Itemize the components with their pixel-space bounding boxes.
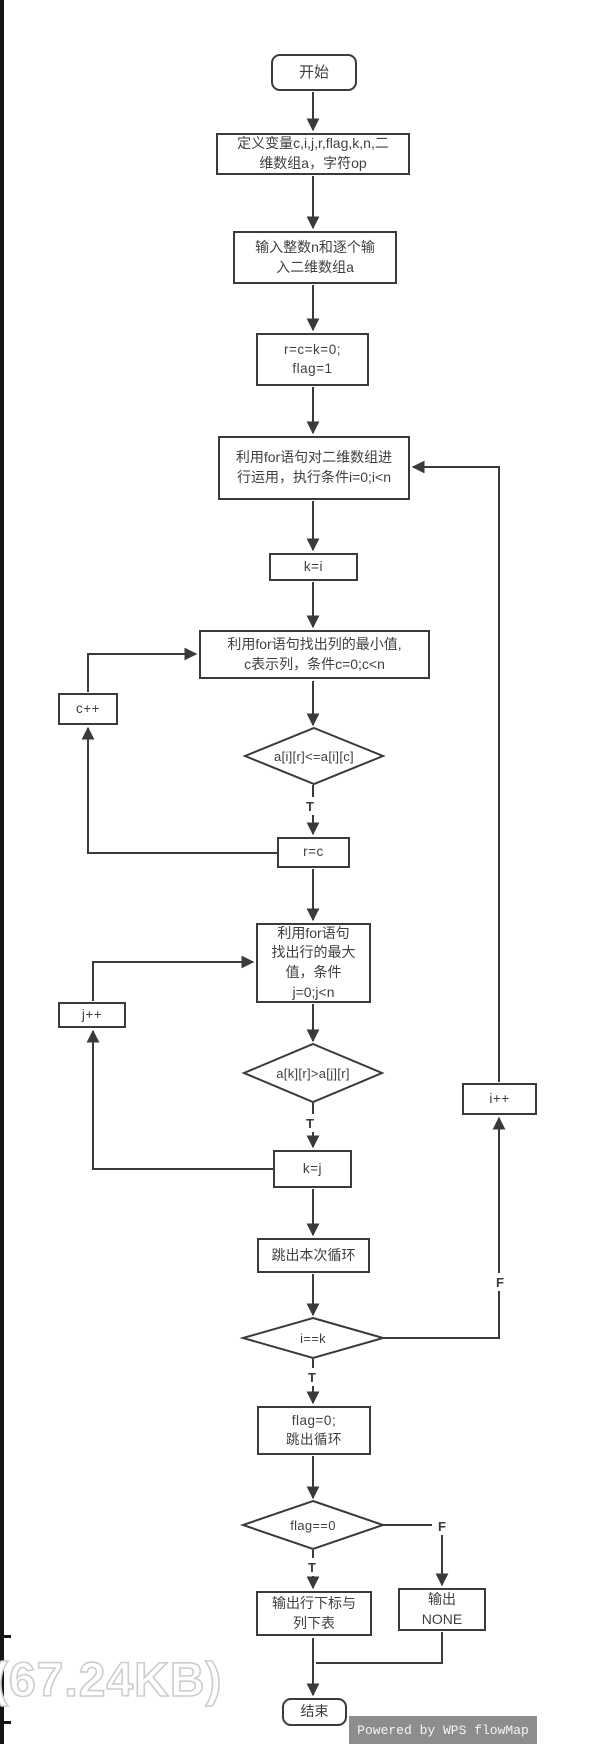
max-condition-text: a[k][r]>a[j][r]: [276, 1065, 350, 1081]
start-node: 开始: [271, 54, 357, 91]
edge-iinc-fori: [411, 460, 500, 1082]
ik-condition-diamond: [239, 1316, 387, 1360]
min-condition-text: a[i][r]<=a[i][c]: [274, 748, 354, 764]
left-strip-tick: [0, 1721, 11, 1724]
file-size-watermark: (67.24KB): [0, 1653, 223, 1708]
k-equals-i-node: k=i: [269, 553, 358, 581]
ik-false-label: F: [490, 1273, 510, 1291]
break-current-loop-node: 跳出本次循环: [257, 1238, 370, 1273]
r-equals-c-node: r=c: [277, 837, 350, 868]
min-condition-diamond: [242, 726, 386, 786]
find-row-max-node: 利用for语句 找出行的最大 值，条件 j=0;j<n: [256, 923, 371, 1003]
end-node: 结束: [282, 1698, 347, 1726]
input-array-node: 输入整数n和逐个输 入二维数组a: [233, 231, 397, 284]
wps-flowmap-badge: Powered by WPS flowMap: [349, 1716, 537, 1744]
left-strip-tick: [0, 1635, 11, 1638]
flag-set-break-node: flag=0; 跳出循环: [257, 1406, 371, 1455]
output-row-col-node: 输出行下标与 列下表: [256, 1591, 372, 1636]
min-true-label: T: [300, 797, 320, 815]
max-true-label: T: [300, 1114, 320, 1132]
for-i-loop-node: 利用for语句对二维数组进 行运用，执行条件i=0;i<n: [218, 436, 410, 500]
i-increment-node: i++: [462, 1083, 537, 1115]
output-none-node: 输出 NONE: [398, 1588, 486, 1631]
find-column-min-node: 利用for语句找出列的最小值, c表示列，条件c=0;c<n: [199, 630, 430, 679]
flag-condition-text: flag==0: [290, 1517, 336, 1533]
ik-condition-text: i==k: [300, 1330, 326, 1346]
declare-variables-node: 定义变量c,i,j,r,flag,k,n,二 维数组a，字符op: [216, 133, 410, 175]
edge-outnone-merge: [316, 1632, 443, 1664]
k-equals-j-node: k=j: [273, 1150, 352, 1188]
max-condition-diamond: [241, 1042, 385, 1104]
ik-true-label: T: [302, 1368, 322, 1386]
edge-keqj-jinc: [86, 1029, 273, 1170]
flag-condition-diamond: [239, 1499, 387, 1551]
c-increment-node: c++: [58, 693, 118, 725]
edge-ikcond-iinc: [383, 1116, 506, 1339]
edge-reqc-cinc: [81, 726, 277, 854]
init-variables-node: r=c=k=0; flag=1: [256, 333, 369, 386]
flag-true-label: T: [302, 1558, 322, 1576]
decision-diamonds: [239, 726, 387, 1551]
edge-cinc-findmin: [87, 647, 198, 692]
left-edge-strip: [0, 0, 4, 1744]
flag-false-label: F: [432, 1517, 452, 1535]
j-increment-node: j++: [58, 1002, 126, 1028]
edge-jinc-findmax: [92, 955, 255, 1001]
